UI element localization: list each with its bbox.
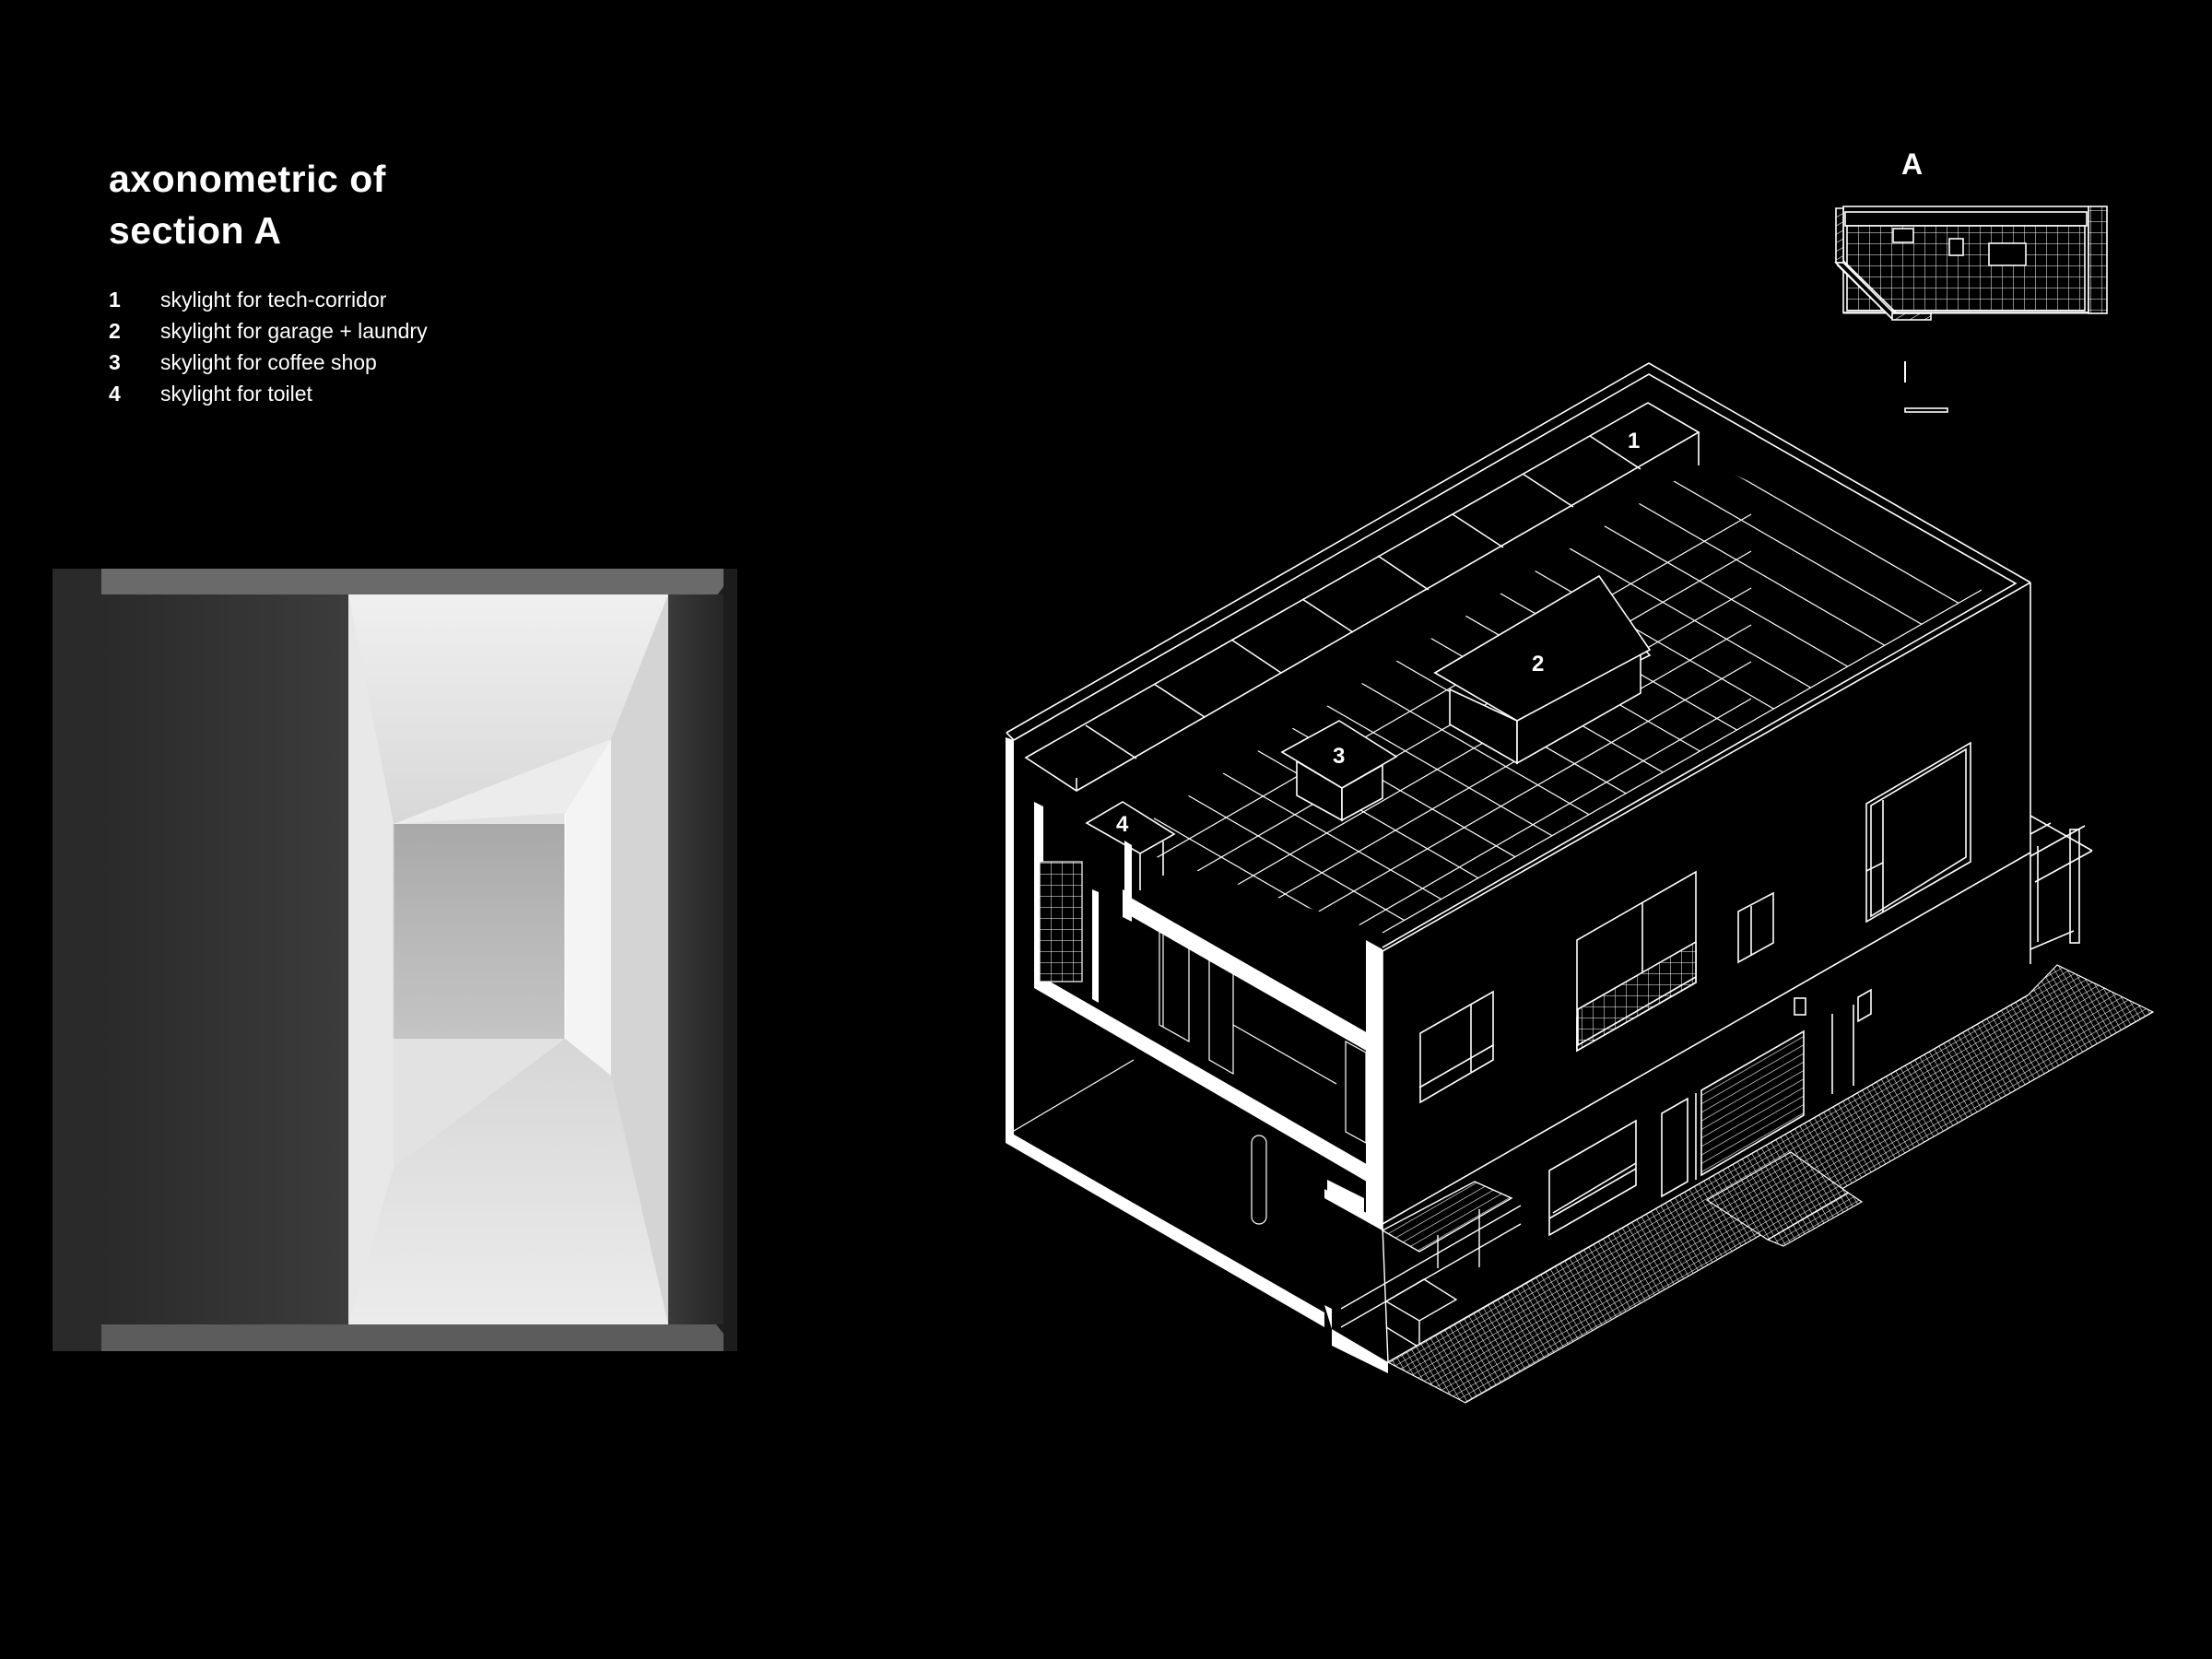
title-line-2: section A bbox=[109, 209, 282, 252]
skylight-legend: 1 skylight for tech-corridor 2 skylight … bbox=[109, 284, 428, 409]
legend-number: 4 bbox=[109, 382, 121, 406]
page-title: axonometric of section A bbox=[109, 153, 386, 256]
skylight-2-box bbox=[1433, 574, 1652, 765]
skylight-photo-image bbox=[53, 569, 737, 1351]
legend-label: skylight for garage + laundry bbox=[160, 319, 428, 343]
legend-item: 2 skylight for garage + laundry bbox=[109, 315, 428, 347]
legend-item: 3 skylight for coffee shop bbox=[109, 347, 428, 378]
legend-item: 4 skylight for toilet bbox=[109, 378, 428, 409]
label-skylight-4: 4 bbox=[1116, 812, 1129, 837]
label-skylight-1: 1 bbox=[1628, 429, 1640, 453]
legend-number: 3 bbox=[109, 350, 121, 374]
key-plan bbox=[1834, 206, 2108, 413]
cutaway-interior bbox=[1013, 861, 1367, 1225]
legend-number: 1 bbox=[109, 288, 121, 312]
skylight-4-box bbox=[1085, 801, 1176, 890]
section-cut-walls bbox=[1006, 737, 1388, 1373]
label-skylight-2: 2 bbox=[1532, 652, 1544, 677]
legend-label: skylight for coffee shop bbox=[160, 350, 377, 374]
ground-level bbox=[1340, 1181, 1522, 1363]
legend-label: skylight for tech-corridor bbox=[160, 288, 387, 312]
skylight-1-strip bbox=[1024, 402, 1700, 792]
skylight-3-box bbox=[1280, 720, 1398, 822]
axonometric-labels: 1 2 3 4 bbox=[1116, 429, 1640, 837]
legend-item: 1 skylight for tech-corridor bbox=[109, 284, 428, 315]
title-line-1: axonometric of bbox=[109, 158, 386, 200]
key-plan-label: A bbox=[1901, 147, 1924, 181]
front-facade bbox=[1382, 582, 2093, 1363]
label-skylight-3: 3 bbox=[1333, 744, 1345, 769]
legend-number: 2 bbox=[109, 319, 121, 343]
legend-label: skylight for toilet bbox=[160, 382, 312, 406]
roof-tile-grid bbox=[1115, 461, 1983, 934]
skylight-photo bbox=[53, 569, 737, 1351]
sidewalk bbox=[1386, 964, 2155, 1404]
roof-outline bbox=[1006, 362, 2031, 952]
